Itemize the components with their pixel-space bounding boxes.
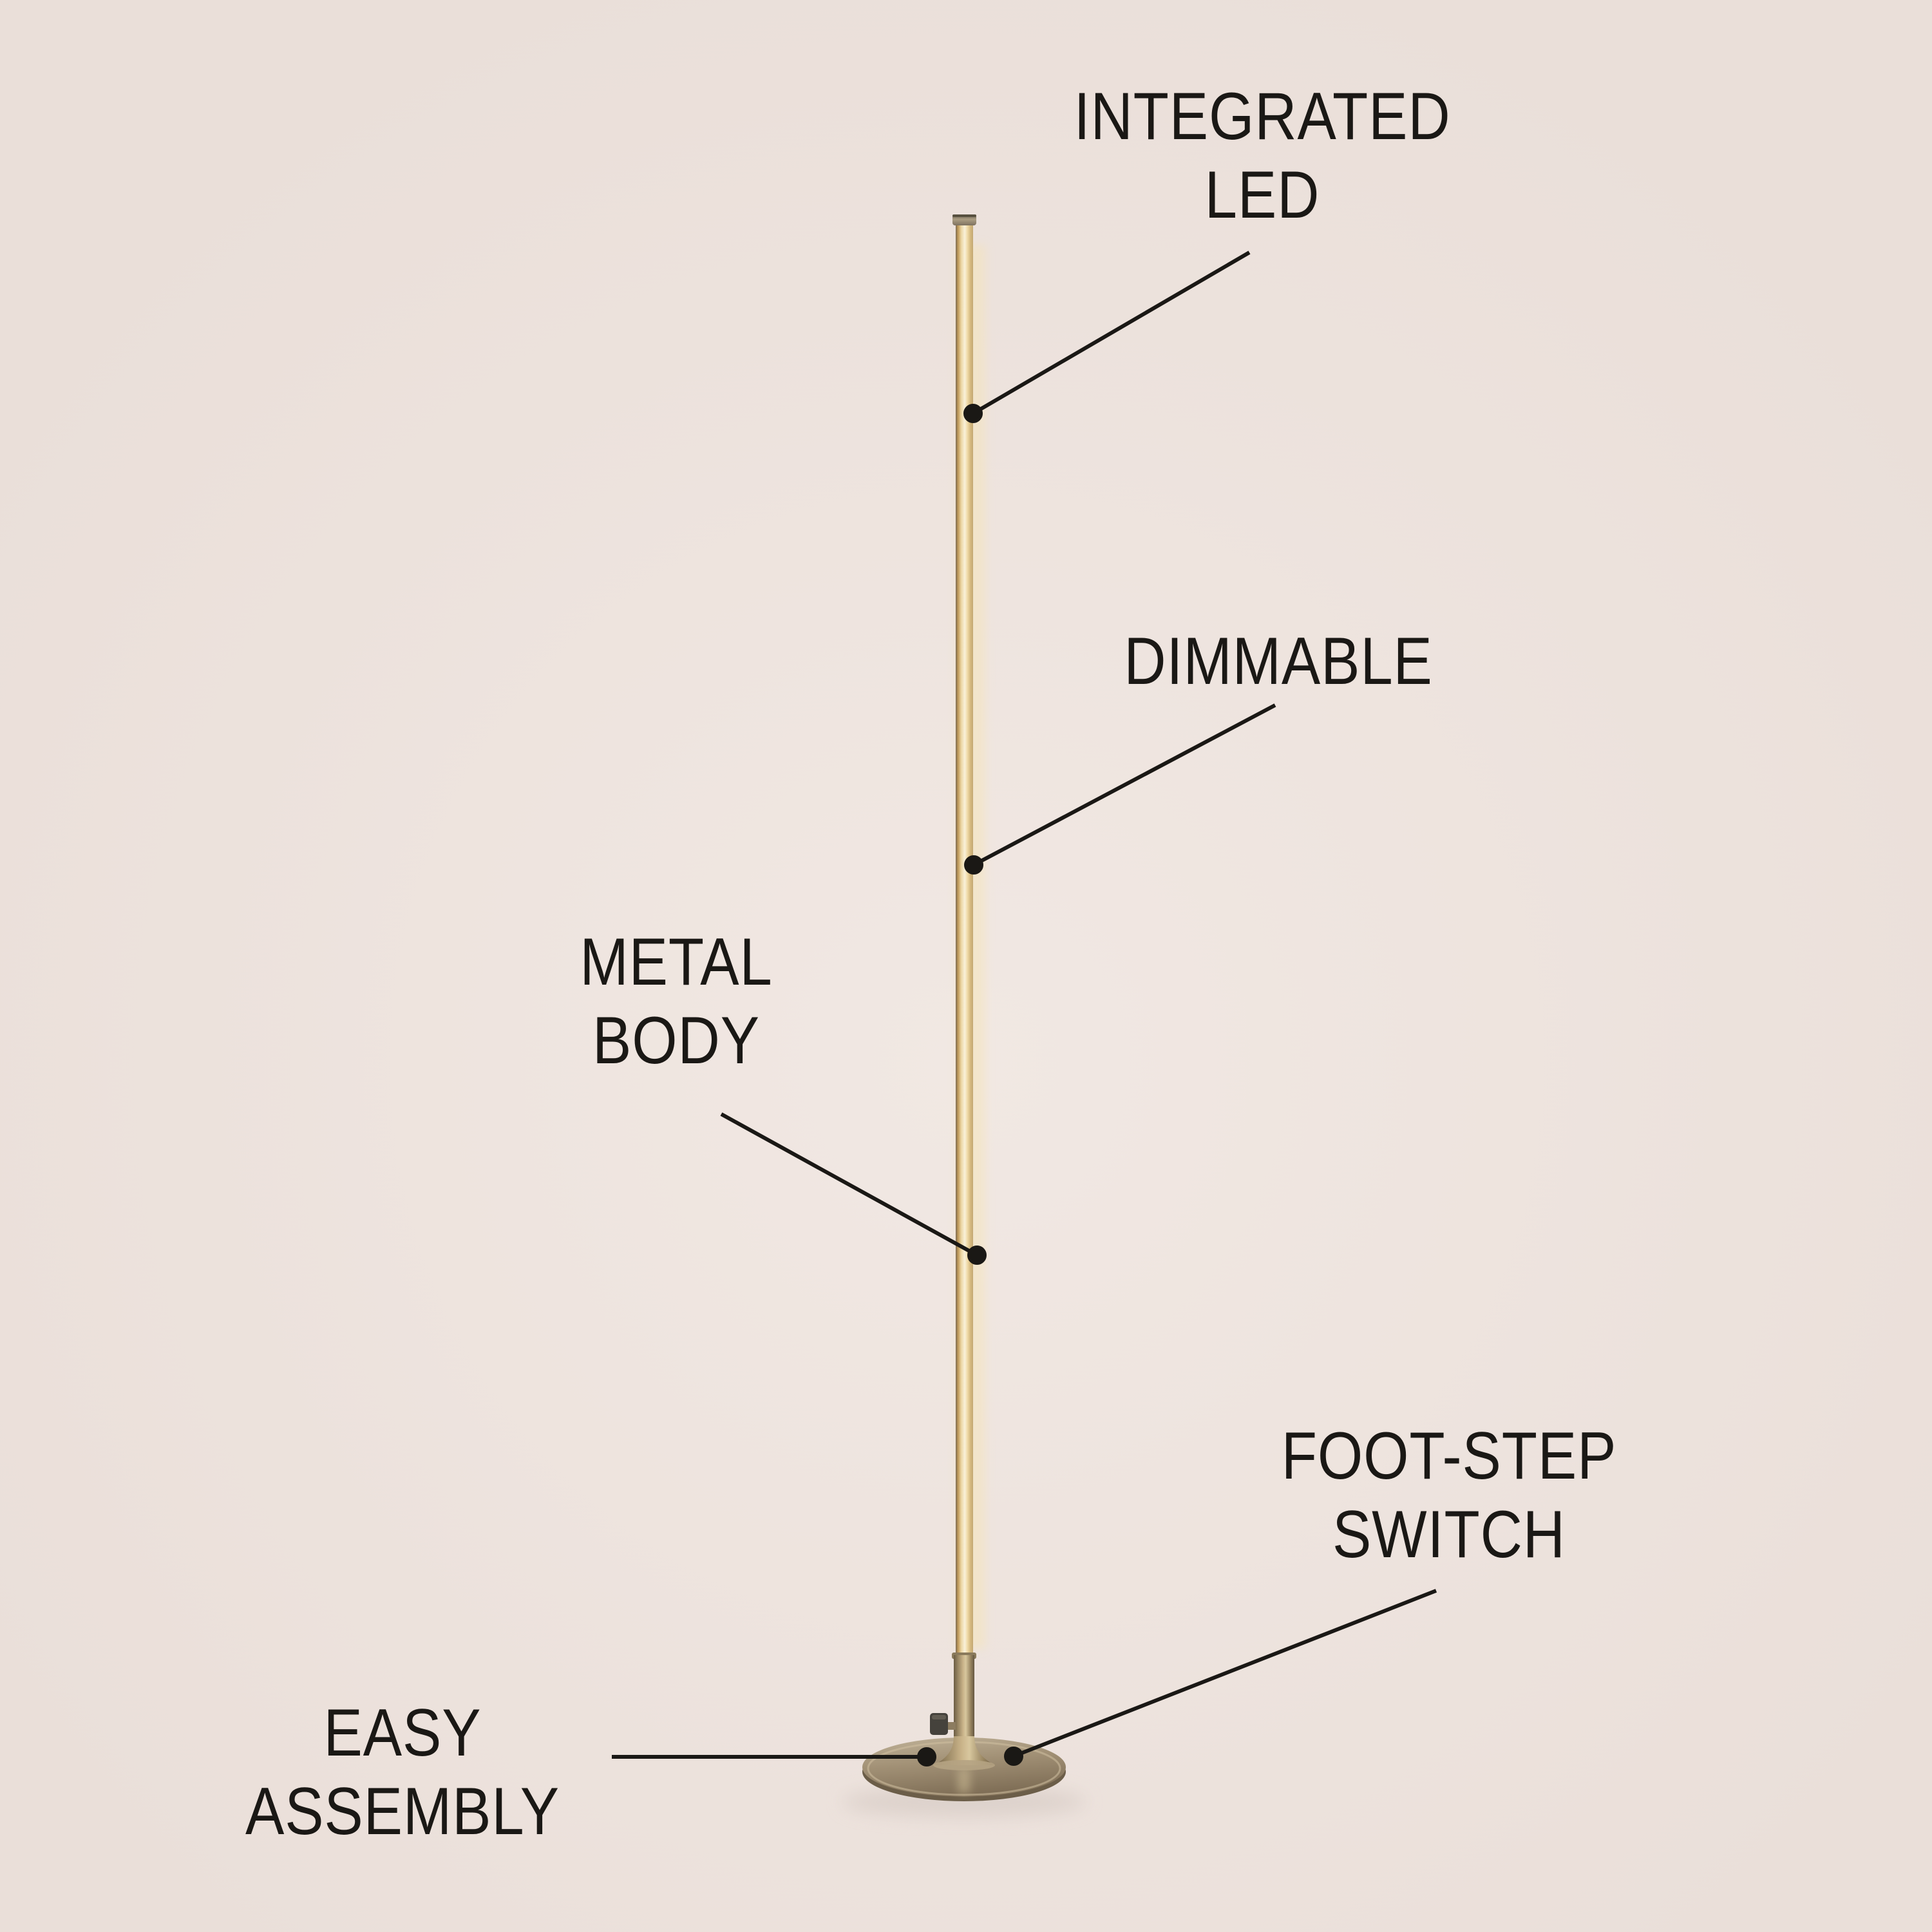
rod-cap-rim — [952, 214, 976, 217]
label-line: METAL — [580, 925, 773, 999]
callout-line-metal-body — [720, 1112, 978, 1257]
label-line: LED — [1204, 158, 1320, 232]
label-line: EASY — [323, 1696, 482, 1770]
label-dimmable: DIMMABLE — [1124, 622, 1433, 701]
floor-lamp — [842, 214, 1086, 1817]
lower-cylinder — [954, 1655, 974, 1740]
stem-reflection — [958, 1768, 970, 1793]
callout-line-dimmable — [972, 703, 1276, 867]
callout-dot-foot-step-switch — [1004, 1747, 1023, 1766]
label-foot-step-switch: FOOT-STEP SWITCH — [1282, 1417, 1617, 1574]
label-line: INTEGRATED — [1074, 79, 1451, 154]
rod-top-cap — [952, 214, 976, 225]
label-line: FOOT-STEP — [1281, 1419, 1617, 1493]
label-line: SWITCH — [1332, 1497, 1566, 1572]
label-easy-assembly: EASY ASSEMBLY — [245, 1694, 560, 1851]
callout-line-foot-step-switch — [1012, 1589, 1437, 1758]
label-line: ASSEMBLY — [245, 1774, 560, 1849]
callouts — [612, 251, 1437, 1766]
foot-switch-highlight — [932, 1715, 946, 1719]
led-rod — [956, 223, 973, 1658]
label-line: DIMMABLE — [1124, 624, 1433, 699]
callout-dot-easy-assembly — [917, 1747, 936, 1766]
label-line: BODY — [592, 1003, 760, 1078]
trumpet-foot — [934, 1736, 995, 1765]
callout-dot-integrated-led — [963, 404, 983, 423]
callout-line-integrated-led — [972, 251, 1251, 415]
label-integrated-led: INTEGRATED LED — [1074, 77, 1450, 234]
callout-dot-dimmable — [964, 855, 983, 875]
callout-dot-metal-body — [967, 1245, 987, 1265]
label-metal-body: METAL BODY — [580, 923, 772, 1080]
trumpet-base-ring — [933, 1760, 995, 1770]
foot-switch — [930, 1713, 956, 1735]
